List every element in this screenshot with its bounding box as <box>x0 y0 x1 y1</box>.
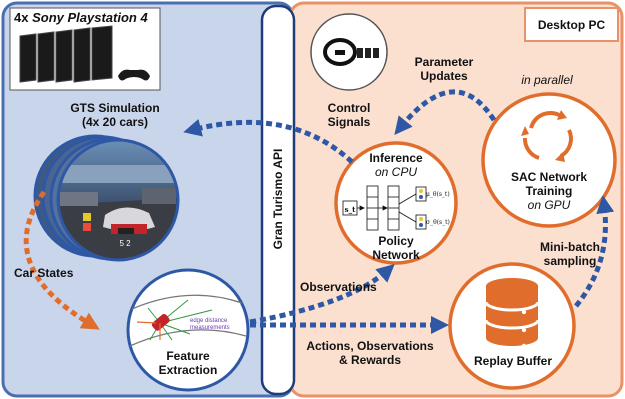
arrow-car-states <box>23 190 100 330</box>
arrow-parameter-updates <box>394 89 497 135</box>
sac-training-node <box>481 92 617 228</box>
sac-line2: Training <box>525 184 573 198</box>
policy-network-label: Policy Network <box>356 234 436 262</box>
gts-title-line1: GTS Simulation <box>70 101 160 115</box>
racing-game-screen-icon: 5 2 <box>56 138 180 262</box>
hardware-label-prefix: 4x <box>14 10 33 25</box>
inference-input-label: s_t <box>344 205 356 214</box>
replay-buffer-node <box>448 262 576 390</box>
parameter-label: Parameter Updates <box>404 55 484 83</box>
arrow-minibatch <box>574 195 615 308</box>
inference-subtitle: on CPU <box>374 165 418 179</box>
policy-line2: Network <box>372 248 420 262</box>
sac-line1: SAC Network <box>510 170 587 184</box>
hardware-label: 4x Sony Playstation 4 <box>14 11 148 25</box>
arrow-sim-to-inference <box>183 119 354 164</box>
track-car-icon <box>129 294 247 347</box>
minibatch-line1: Mini-batch <box>540 240 600 254</box>
control-line1: Control <box>327 101 371 115</box>
feature-title-line2: Extraction <box>158 363 218 377</box>
actions-line2: & Rewards <box>338 353 402 367</box>
gts-title: GTS Simulation (4x 20 cars) <box>60 101 170 129</box>
database-icon <box>484 278 540 349</box>
sac-title: SAC Network Training on GPU <box>504 170 594 212</box>
minibatch-label: Mini-batch sampling <box>530 240 610 268</box>
svg-text:5 2: 5 2 <box>119 239 131 248</box>
inference-out-sigma: σ_θ(s_t) <box>426 219 450 226</box>
control-line2: Signals <box>327 115 371 129</box>
inference-title: Inference on CPU <box>356 151 436 179</box>
hardware-label-device: Sony Playstation 4 <box>32 10 148 25</box>
arrow-observations <box>249 264 395 325</box>
feature-title: Feature Extraction <box>148 349 228 377</box>
steering-wheel-icon <box>310 13 388 91</box>
minibatch-line2: sampling <box>543 254 597 268</box>
desktop-label-box <box>524 7 619 42</box>
sac-line3: on GPU <box>527 198 571 212</box>
actions-label: Actions, Observations & Rewards <box>300 339 440 367</box>
neural-network-icon <box>342 185 427 231</box>
inference-title-line: Inference <box>369 151 423 165</box>
policy-line1: Policy <box>378 234 414 248</box>
replay-label: Replay Buffer <box>473 354 553 368</box>
inference-node <box>334 141 458 265</box>
feature-title-line1: Feature <box>166 349 210 363</box>
feature-extraction-node <box>126 268 250 392</box>
gts-screens: 5 2 <box>33 134 180 262</box>
parameter-line1: Parameter <box>414 55 474 69</box>
api-bar <box>260 4 296 396</box>
feature-annotation: edge distance measurements <box>190 318 230 331</box>
api-label: Gran Turismo API <box>271 148 285 250</box>
gts-title-line2: (4x 20 cars) <box>81 115 149 129</box>
inference-out-mu: μ_θ(s_t) <box>426 191 450 198</box>
car-states-label: Car States <box>14 266 74 280</box>
parameter-line2: Updates <box>420 69 468 83</box>
in-parallel-label: in parallel <box>521 73 573 87</box>
console-icon <box>19 25 150 83</box>
actions-line1: Actions, Observations <box>306 339 434 353</box>
desktop-label: Desktop PC <box>537 18 606 32</box>
observations-label: Observations <box>300 280 377 294</box>
control-label: Control Signals <box>309 101 389 129</box>
